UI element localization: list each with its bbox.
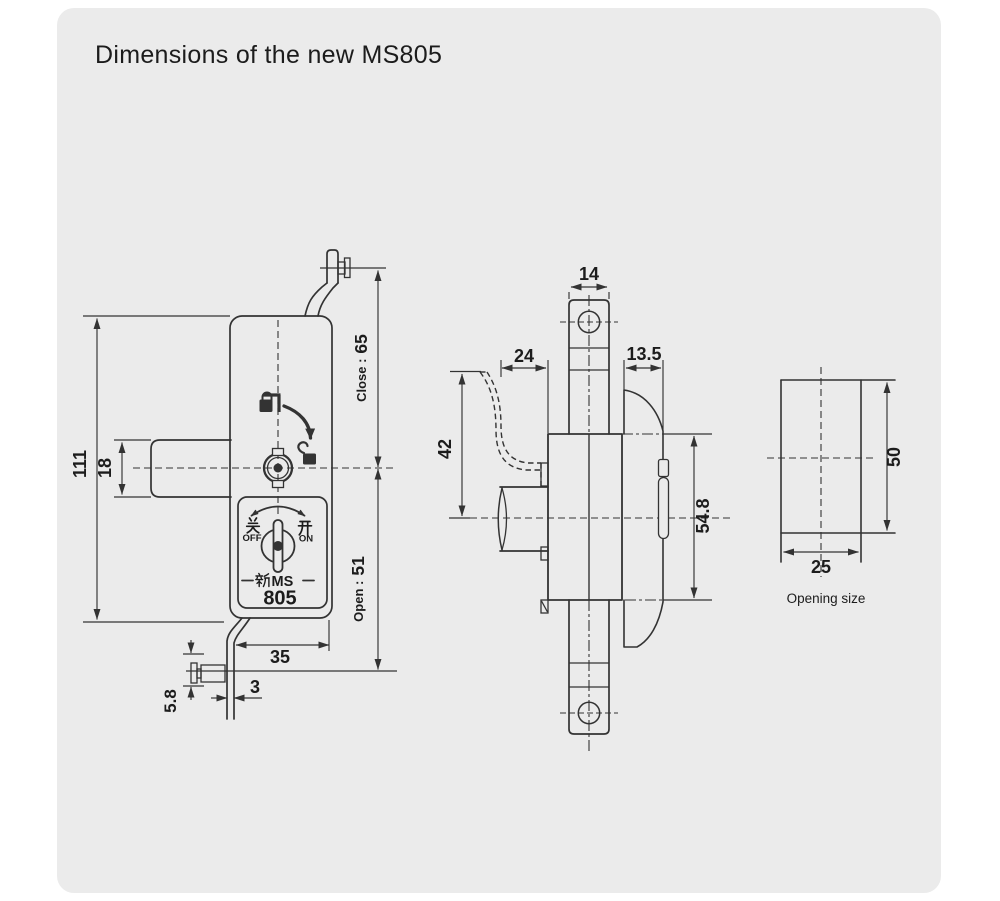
dim-close-65: Close :65: [320, 267, 386, 468]
dim-111-label: 111: [70, 450, 90, 478]
page-title: Dimensions of the new MS805: [95, 41, 442, 69]
dim-18-label: 18: [95, 458, 115, 478]
dim-latch-5-8: 5.8: [161, 640, 204, 713]
plate-arm-stub: [540, 599, 549, 614]
keyhole-panel: OFF ON MS 805: [237, 496, 328, 610]
dim-50-label: 50: [884, 447, 904, 467]
key-knob: [260, 519, 296, 573]
dim-body-54-8: 54.8: [690, 435, 713, 599]
mounting-tab: [150, 439, 232, 498]
cylinder-top-nub: [271, 447, 285, 457]
dim-close-label: Close :65: [351, 334, 371, 402]
bottom-latch: [190, 662, 226, 684]
brand-line: MS: [241, 572, 315, 590]
cylinder-center-dot: [273, 463, 283, 473]
cam-plate: [623, 389, 670, 648]
key-cylinder-front: [262, 447, 294, 489]
brand-ms-label: MS: [272, 574, 294, 590]
dim-opening-25: 25: [783, 548, 859, 577]
dim-35-label: 35: [270, 647, 290, 667]
key-cylinder-side: [497, 486, 549, 552]
cn-char-new-icon: [255, 572, 270, 588]
side-view: 14 24 13.5 42 54.8: [435, 264, 732, 752]
dim-25-label: 25: [811, 557, 831, 577]
cam-notch: [657, 458, 670, 478]
dim-bolt-14: 14: [568, 264, 610, 299]
off-label: OFF: [243, 533, 262, 544]
opening-view: 50 25 Opening size: [767, 367, 904, 606]
lock-body: [229, 315, 333, 619]
lock-body-side: [547, 433, 623, 601]
cn-char-on-icon: [297, 520, 313, 536]
dim-54-8-label: 54.8: [693, 498, 713, 533]
on-label: ON: [299, 534, 313, 545]
dim-cylinder-18: 18: [95, 442, 126, 495]
bolt-bottom: [560, 599, 618, 735]
top-latch-plate: [326, 249, 339, 284]
dim-width-35: 35: [235, 620, 330, 667]
front-view: OFF ON MS 805: [70, 249, 397, 720]
dim-cam-13-5: 13.5: [623, 344, 664, 430]
dim-42-label: 42: [435, 439, 455, 459]
dim-reach-42: 42: [435, 370, 481, 517]
dim-depth-24: 24: [500, 346, 549, 433]
dim-13-5-label: 13.5: [626, 344, 661, 364]
opening-caption: Opening size: [787, 591, 866, 606]
bottom-arm: [226, 617, 251, 720]
bolt-top: [560, 299, 618, 435]
hidden-arm-open-position: [479, 371, 542, 487]
model-number: 805: [263, 588, 296, 610]
rotation-arc-icon: [250, 505, 306, 517]
dim-open-label: Open :51: [348, 556, 368, 622]
dim-24-label: 24: [514, 346, 534, 366]
dim-3-label: 3: [250, 677, 260, 697]
dim-overall-111: 111: [70, 315, 230, 623]
opening-rect: [780, 379, 896, 563]
bottom-latch-cap: [190, 662, 198, 684]
cylinder-bottom-nub: [271, 479, 285, 489]
plate-tab-lower: [540, 546, 549, 561]
rotate-arrow-icon: [282, 404, 316, 440]
cam-slot: [657, 476, 670, 540]
cn-char-off-icon: [245, 517, 261, 534]
open-padlock-icon: [297, 441, 316, 465]
dim-14-label: 14: [579, 264, 599, 284]
closed-padlock-icon: [259, 391, 281, 412]
dim-opening-50: 50: [883, 382, 904, 531]
dim-arm-3: 3: [211, 677, 262, 702]
dim-5-8-label: 5.8: [161, 689, 180, 713]
dim-open-51: Open :51: [348, 468, 382, 670]
